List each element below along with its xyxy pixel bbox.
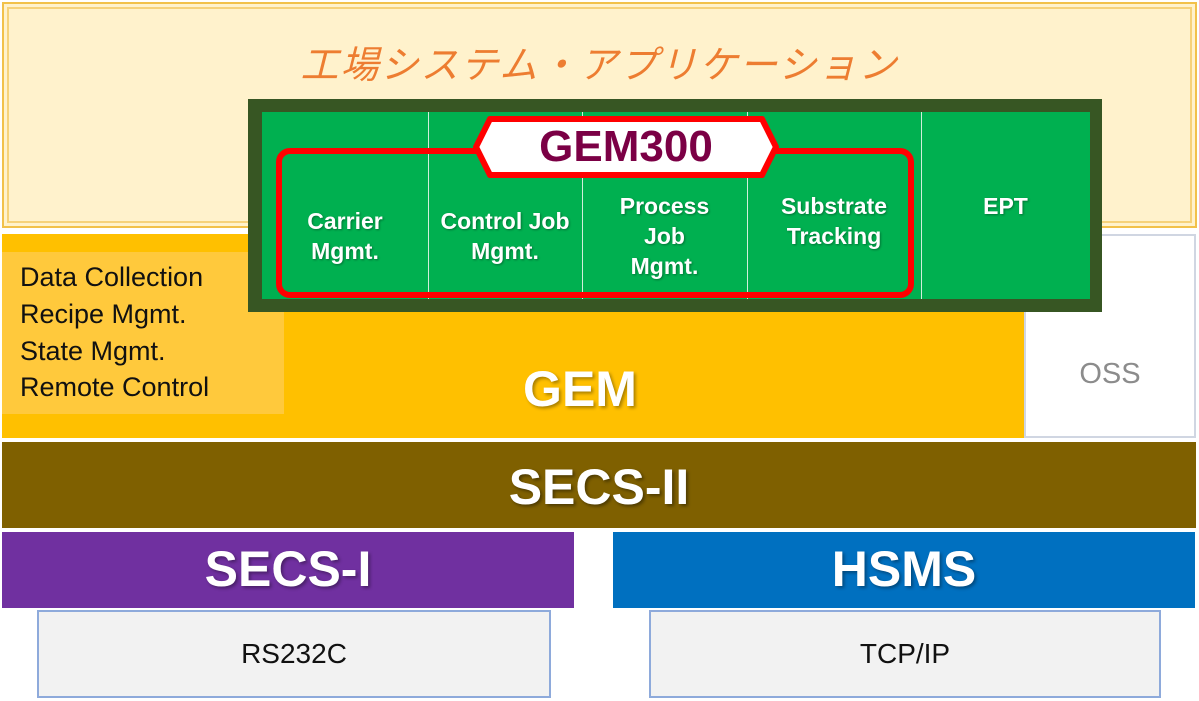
standard-process-job-mgmt: Process Job Mgmt. bbox=[619, 193, 710, 279]
rs232c-box: RS232C bbox=[37, 610, 551, 698]
gem300-title: GEM300 bbox=[539, 122, 713, 171]
gem-capabilities-box: Data Collection Recipe Mgmt. State Mgmt.… bbox=[2, 252, 284, 414]
factory-application-title: 工場システム・アプリケーション bbox=[300, 45, 899, 87]
secs1-layer bbox=[2, 532, 574, 608]
secs2-layer bbox=[2, 442, 1196, 528]
column-divider bbox=[747, 112, 748, 299]
capability-state-mgmt: State Mgmt. bbox=[20, 336, 166, 366]
tcpip-box: TCP/IP bbox=[649, 610, 1161, 698]
standard-control-job-mgmt: Control Job Mgmt. bbox=[440, 208, 570, 264]
capability-remote-control: Remote Control bbox=[20, 372, 210, 402]
standard-carrier-mgmt: Carrier Mgmt. bbox=[307, 208, 383, 264]
gem-label: GEM bbox=[523, 361, 637, 417]
oss-label: OSS bbox=[1079, 358, 1141, 390]
secs2-label: SECS-II bbox=[508, 459, 690, 515]
tcpip-label: TCP/IP bbox=[859, 638, 951, 669]
column-divider bbox=[428, 112, 429, 299]
hsms-layer bbox=[613, 532, 1195, 608]
rs232c-label: RS232C bbox=[241, 638, 347, 669]
capability-recipe-mgmt: Recipe Mgmt. bbox=[20, 299, 187, 329]
gem300-badge-shape bbox=[473, 116, 779, 178]
hsms-label: HSMS bbox=[831, 541, 977, 597]
standard-substrate-tracking: Substrate Tracking bbox=[780, 193, 888, 249]
column-divider bbox=[582, 112, 583, 299]
oss-box bbox=[1024, 234, 1196, 438]
column-divider bbox=[921, 112, 922, 299]
secs1-label: SECS-I bbox=[204, 541, 372, 597]
capability-data-collection: Data Collection bbox=[20, 262, 204, 292]
standard-ept: EPT bbox=[983, 193, 1028, 219]
